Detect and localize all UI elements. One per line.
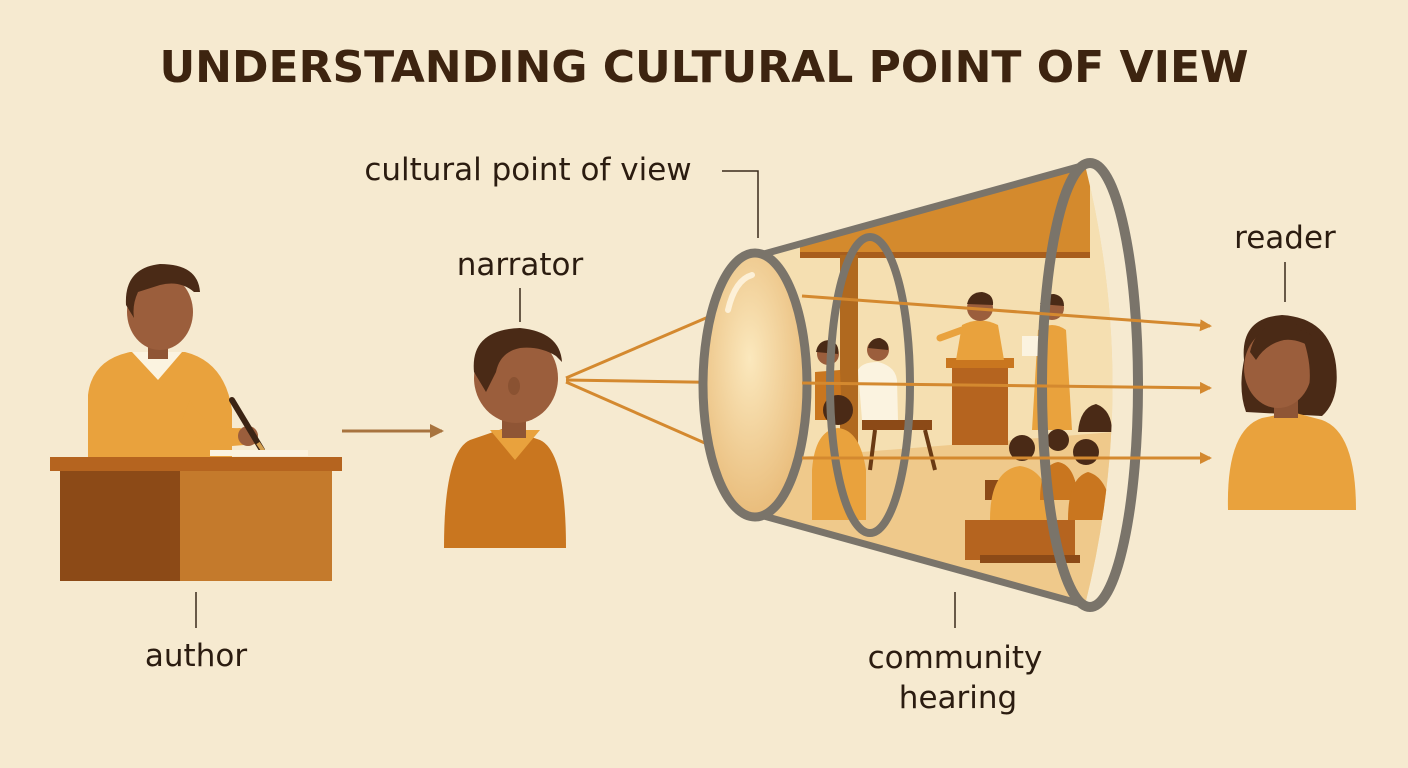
- reader-label: reader: [1234, 220, 1336, 256]
- author-label: author: [145, 638, 247, 674]
- cultural-pov-pointer: [722, 170, 759, 238]
- reader-figure: [1227, 315, 1356, 510]
- narrator-label: narrator: [457, 247, 584, 283]
- lens-cone: [698, 158, 1143, 612]
- page-title: UNDERSTANDING CULTURAL POINT OF VIEW: [159, 42, 1248, 93]
- front-lens: [698, 248, 812, 522]
- narrator-figure: [444, 328, 566, 548]
- author-figure: [50, 264, 342, 581]
- community-scene: [760, 165, 1113, 605]
- cultural-pov-label: cultural point of view: [364, 152, 691, 188]
- community-label-line1: community: [868, 640, 1043, 676]
- community-label-line2: hearing: [899, 680, 1017, 716]
- arrow-to-reader-top: [801, 294, 1212, 332]
- lens-to-reader-arrows: [801, 294, 1212, 464]
- arrow-to-reader-middle: [801, 381, 1212, 394]
